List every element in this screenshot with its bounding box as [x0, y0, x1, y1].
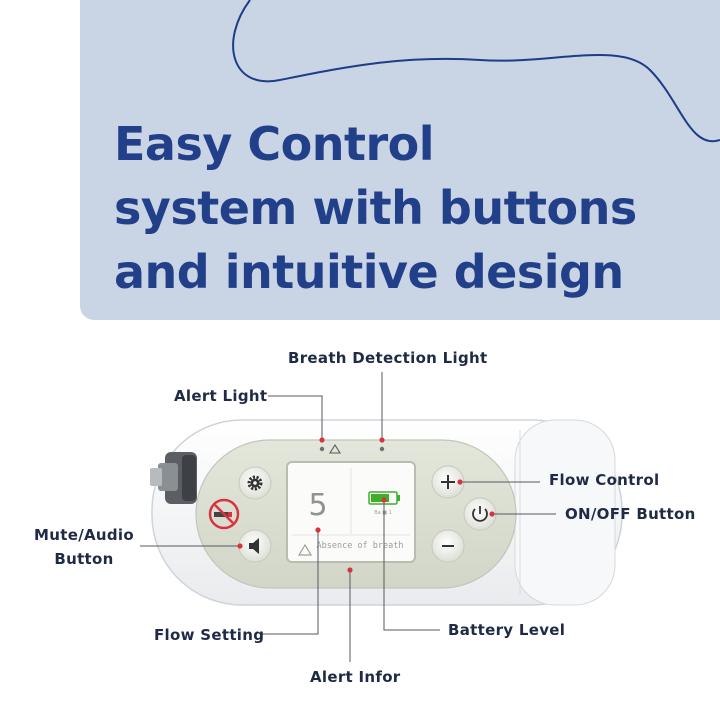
label-mute-audio-line2: Button: [54, 550, 114, 568]
label-battery-level: Battery Level: [448, 621, 566, 639]
title-line-1: Easy Control: [114, 117, 434, 171]
label-alert-infor: Alert Infor: [310, 668, 401, 686]
label-mute-audio-button: Mute/Audio Button: [34, 523, 134, 571]
callout-lines: [140, 372, 556, 662]
alert-info-text: Absence of breath: [317, 541, 404, 551]
flow-minus-button[interactable]: [431, 529, 465, 563]
speaker-icon: [249, 538, 259, 554]
label-flow-control: Flow Control: [549, 471, 660, 489]
power-icon: [472, 506, 488, 522]
label-breath-detection-light: Breath Detection Light: [288, 349, 488, 367]
battery-icon: [368, 491, 400, 505]
settings-button[interactable]: [238, 466, 272, 500]
no-smoking-button[interactable]: [208, 498, 240, 530]
no-smoking-icon: [214, 504, 234, 524]
title-line-2: system with buttons: [114, 181, 637, 235]
breath-detection-light-indicator: [379, 446, 385, 452]
flow-setting-value: 5: [308, 488, 327, 523]
leader-flow-setting: [262, 530, 319, 635]
nozzle-connector: [150, 452, 197, 504]
title-line-3: and intuitive design: [114, 245, 624, 299]
gear-icon: [247, 475, 263, 491]
label-mute-audio-line1: Mute/Audio: [34, 526, 134, 544]
label-flow-setting: Flow Setting: [154, 626, 265, 644]
power-button[interactable]: [463, 497, 497, 531]
alert-light-indicator: [319, 443, 341, 454]
callout-dots: [237, 437, 495, 573]
header-banner: [80, 0, 720, 320]
mute-audio-button[interactable]: [238, 529, 272, 563]
page-title: Easy Control system with buttons and int…: [114, 112, 637, 304]
label-alert-light: Alert Light: [174, 387, 268, 405]
flow-plus-button[interactable]: [431, 465, 465, 499]
plus-icon: [441, 475, 455, 489]
battery-small-text: Ba ■ 1: [374, 510, 392, 516]
decorative-curve: [232, 0, 720, 143]
display-screen: 5 Ba ■ 1 Absence of breath: [286, 461, 416, 563]
alert-triangle-icon: [297, 543, 313, 556]
label-on-off-button: ON/OFF Button: [565, 505, 696, 523]
leader-battery: [383, 500, 440, 631]
leader-alert-light: [268, 395, 323, 440]
